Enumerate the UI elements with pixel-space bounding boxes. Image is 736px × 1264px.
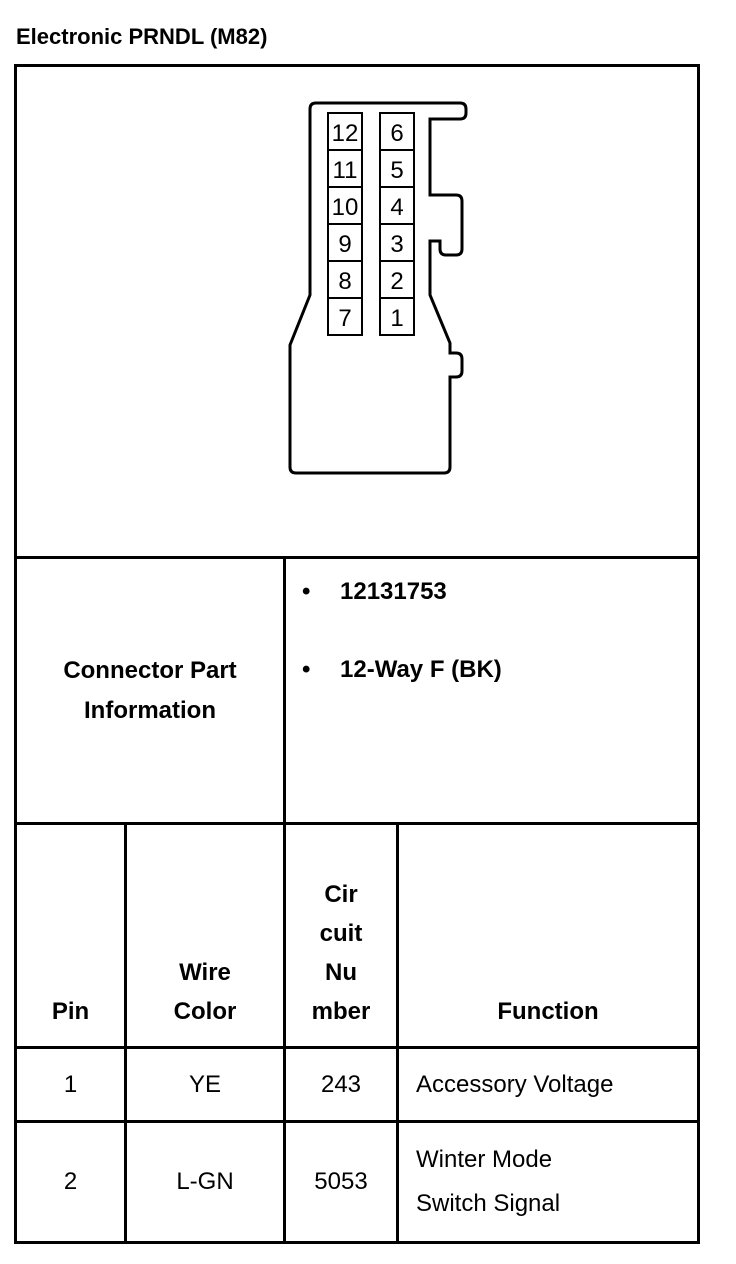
- header-pin-text: Pin: [51, 998, 90, 1025]
- connector-outline: [288, 101, 468, 475]
- row2-function-line2: Switch Signal: [416, 1190, 561, 1217]
- pin-label-7: 7: [338, 305, 351, 332]
- header-function: Function: [399, 825, 697, 1043]
- header-wire-color-line1: Wire: [179, 959, 231, 986]
- row2-function: Winter Mode Switch Signal: [416, 1123, 696, 1241]
- pin-label-12: 12: [332, 120, 359, 147]
- part-info-label-line1: Connector Part: [63, 656, 237, 684]
- part-number: 12131753: [340, 578, 447, 605]
- row1-wire-color-value: YE: [188, 1070, 221, 1098]
- pin-label-10: 10: [332, 194, 359, 221]
- part-number-item: • 12131753: [302, 578, 447, 606]
- row1-function: Accessory Voltage: [416, 1049, 696, 1120]
- pin-label-4: 4: [390, 194, 403, 221]
- row2-pin: 2: [17, 1123, 124, 1241]
- pin-label-8: 8: [338, 268, 351, 295]
- header-circuit-number: Cir cuit Nu mber: [286, 825, 396, 1043]
- divider-pin-column: [124, 822, 127, 1244]
- connector-description: 12-Way F (BK): [340, 656, 502, 683]
- bullet-icon: •: [302, 656, 311, 683]
- bullet-icon: •: [302, 578, 311, 605]
- header-circuit-line1: Cir: [324, 881, 358, 908]
- pin-label-1: 1: [390, 305, 403, 332]
- row2-circuit-value: 5053: [314, 1168, 368, 1195]
- divider-header-bottom: [14, 1046, 700, 1049]
- row2-circuit: 5053: [286, 1123, 396, 1241]
- pin-label-11: 11: [333, 157, 358, 184]
- pin-label-3: 3: [390, 231, 403, 258]
- row1-pin-value: 1: [63, 1070, 78, 1098]
- row2-wire-color: L-GN: [127, 1123, 283, 1241]
- row1-function-value: Accessory Voltage: [416, 1070, 614, 1098]
- header-circuit-line3: Nu: [325, 959, 357, 986]
- divider-circuit-column: [396, 822, 399, 1244]
- header-circuit-line4: mber: [311, 998, 371, 1025]
- row2-wire-color-value: L-GN: [176, 1168, 234, 1195]
- pin-label-5: 5: [390, 157, 403, 184]
- pin-label-6: 6: [390, 120, 403, 147]
- header-circuit-line2: cuit: [319, 920, 363, 947]
- header-function-text: Function: [497, 998, 599, 1025]
- row1-pin: 1: [17, 1049, 124, 1120]
- connector-table-frame: [14, 64, 700, 1244]
- divider-row1-bottom: [14, 1120, 700, 1123]
- row2-function-line1: Winter Mode: [416, 1146, 553, 1173]
- pin-label-2: 2: [390, 268, 403, 295]
- row1-wire-color: YE: [127, 1049, 283, 1120]
- header-pin: Pin: [17, 825, 124, 1043]
- divider-part-info-bottom: [14, 822, 700, 825]
- header-wire-color-line2: Color: [173, 998, 237, 1025]
- header-wire-color: Wire Color: [127, 825, 283, 1043]
- pin-label-9: 9: [338, 231, 351, 258]
- pin-cavity-7: [327, 297, 363, 336]
- row1-circuit: 243: [286, 1049, 396, 1120]
- row2-pin-value: 2: [63, 1168, 78, 1195]
- divider-part-info-vertical: [283, 556, 286, 1244]
- divider-diagram-bottom: [14, 556, 700, 559]
- connector-face-diagram: 12 11 10 9 8 7 6 5 4 3 2 1: [288, 101, 468, 475]
- page-title: Electronic PRNDL (M82): [16, 24, 268, 49]
- row1-circuit-value: 243: [320, 1070, 362, 1098]
- part-info-label: Connector Part Information: [17, 559, 283, 822]
- pin-cavity-1: [379, 297, 415, 336]
- connector-description-item: • 12-Way F (BK): [302, 656, 502, 684]
- part-info-label-line2: Information: [84, 696, 216, 724]
